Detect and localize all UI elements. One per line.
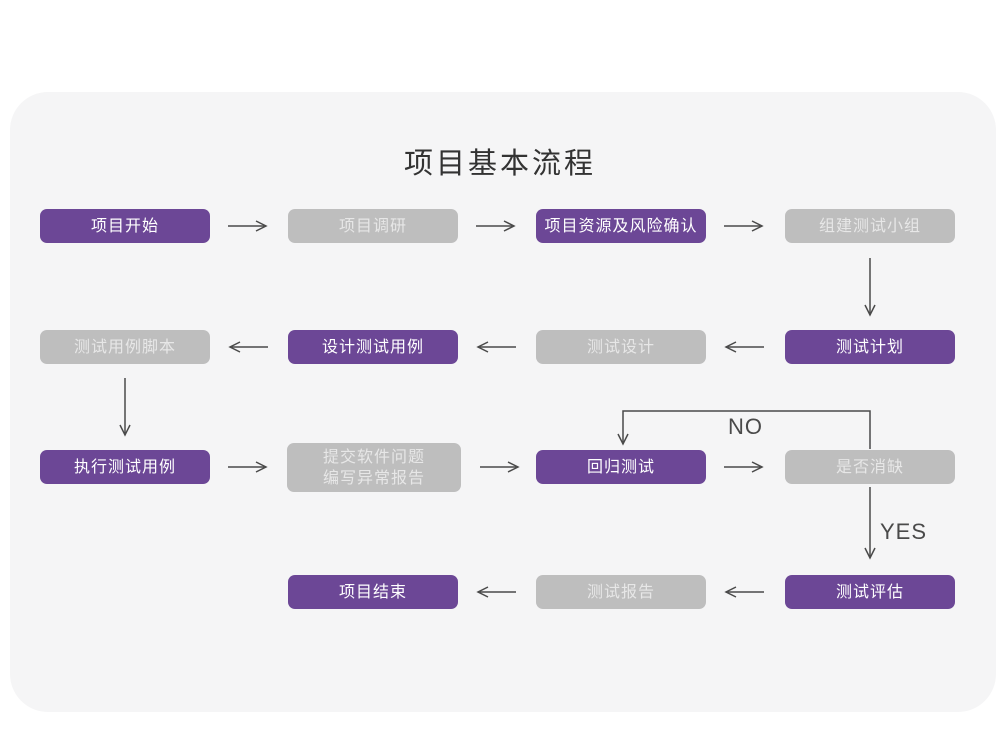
flow-node-defect-cleared: 是否消缺 <box>785 450 955 484</box>
node-label: 测试计划 <box>835 338 904 356</box>
flow-node-design-test-case: 设计测试用例 <box>288 330 458 364</box>
flow-node-test-design: 测试设计 <box>536 330 706 364</box>
node-label: 测试评估 <box>835 583 904 601</box>
node-label: 测试报告 <box>586 583 655 601</box>
branch-label-no: NO <box>728 414 763 439</box>
node-label: 项目调研 <box>338 217 407 235</box>
flow-node-execute-test-case: 执行测试用例 <box>40 450 210 484</box>
node-label: 是否消缺 <box>835 458 904 476</box>
node-label: 执行测试用例 <box>73 458 176 476</box>
flowchart-card <box>10 92 996 712</box>
node-label: 测试用例脚本 <box>73 338 176 356</box>
flow-node-test-evaluate: 测试评估 <box>785 575 955 609</box>
node-label: 项目结束 <box>338 583 407 601</box>
flow-node-project-end: 项目结束 <box>288 575 458 609</box>
flow-node-test-case-script: 测试用例脚本 <box>40 330 210 364</box>
node-label: 设计测试用例 <box>321 338 424 356</box>
node-label: 测试设计 <box>586 338 655 356</box>
node-label: 回归测试 <box>586 458 655 476</box>
node-label: 组建测试小组 <box>818 217 921 235</box>
flow-node-project-start: 项目开始 <box>40 209 210 243</box>
page-title: 项目基本流程 <box>403 148 596 180</box>
flow-node-build-test-team: 组建测试小组 <box>785 209 955 243</box>
flow-node-project-research: 项目调研 <box>288 209 458 243</box>
node-label: 项目开始 <box>90 217 159 235</box>
flow-node-regression-test: 回归测试 <box>536 450 706 484</box>
node-label-line2: 编写异常报告 <box>322 469 425 487</box>
branch-label-yes: YES <box>880 519 928 544</box>
flow-node-test-plan: 测试计划 <box>785 330 955 364</box>
flow-node-resources-risk: 项目资源及风险确认 <box>536 209 706 243</box>
node-label: 项目资源及风险确认 <box>544 217 698 235</box>
flow-node-submit-issue-report: 提交软件问题 编写异常报告 <box>287 443 461 492</box>
flow-node-test-report: 测试报告 <box>536 575 706 609</box>
node-label-line1: 提交软件问题 <box>322 448 425 466</box>
